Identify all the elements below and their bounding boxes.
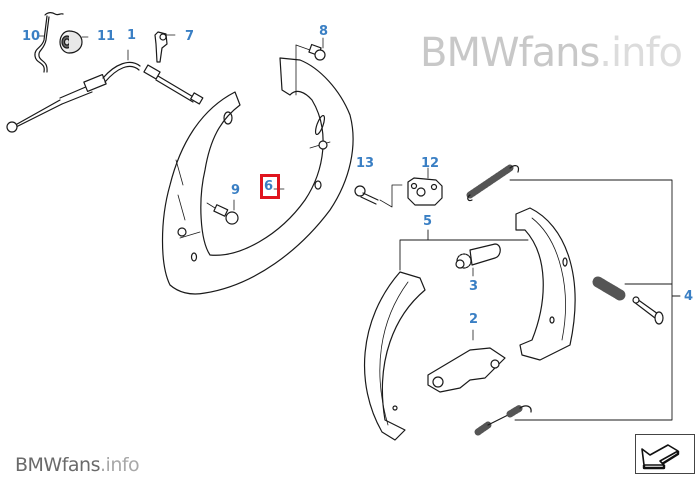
part-2-adjuster-lever[interactable] [427, 329, 506, 393]
return-spring-upper[interactable] [466, 164, 520, 202]
callout-4[interactable]: 4 [684, 289, 694, 304]
callout-1[interactable]: 1 [127, 28, 137, 43]
highlight-box-part-6 [260, 174, 280, 199]
callout-9[interactable]: 9 [231, 183, 241, 198]
watermark-brand: BMWfans [420, 30, 600, 76]
group-bracket-4 [509, 179, 681, 421]
return-spring-lower[interactable] [474, 404, 532, 436]
callout-10[interactable]: 10 [22, 29, 41, 44]
callout-6[interactable]: 6 [264, 179, 274, 194]
brake-shoe-left[interactable] [363, 271, 426, 441]
part-8-bolt[interactable] [295, 37, 326, 96]
callout-7[interactable]: 7 [185, 29, 195, 44]
back-arrow-icon [641, 444, 680, 470]
part-3-adjuster-screw[interactable] [455, 243, 501, 277]
part-7-cable-clip[interactable] [154, 31, 176, 63]
callout-12[interactable]: 12 [421, 156, 440, 171]
part-4-retaining-pin[interactable] [632, 296, 664, 325]
callout-8[interactable]: 8 [319, 24, 329, 39]
watermark-suffix: .info [599, 30, 683, 76]
watermark-brand: BMWfans [15, 454, 101, 476]
callout-3[interactable]: 3 [469, 279, 479, 294]
brake-shoe-right[interactable] [515, 207, 576, 361]
back-button[interactable] [635, 434, 695, 474]
callout-13[interactable]: 13 [356, 156, 375, 171]
callout-2[interactable]: 2 [469, 312, 479, 327]
part-11-grommet[interactable] [59, 30, 89, 54]
watermark-top: BMWfans.info [420, 30, 683, 76]
part-6-backing-plate[interactable] [161, 57, 354, 295]
part-9-bolt[interactable] [206, 199, 239, 225]
callout-11[interactable]: 11 [97, 29, 116, 44]
part-10-bracket-wire[interactable] [34, 12, 64, 73]
group-bracket-5 [399, 229, 529, 271]
part-12-expander-lock[interactable] [407, 167, 443, 206]
watermark-suffix: .info [100, 454, 140, 476]
part-4-retaining-spring[interactable] [592, 276, 626, 301]
part-1-handbrake-cable[interactable] [6, 49, 204, 133]
watermark-bottom: BMWfans.info [15, 454, 140, 476]
part-13-screw[interactable] [354, 184, 403, 208]
callout-5[interactable]: 5 [423, 214, 433, 229]
